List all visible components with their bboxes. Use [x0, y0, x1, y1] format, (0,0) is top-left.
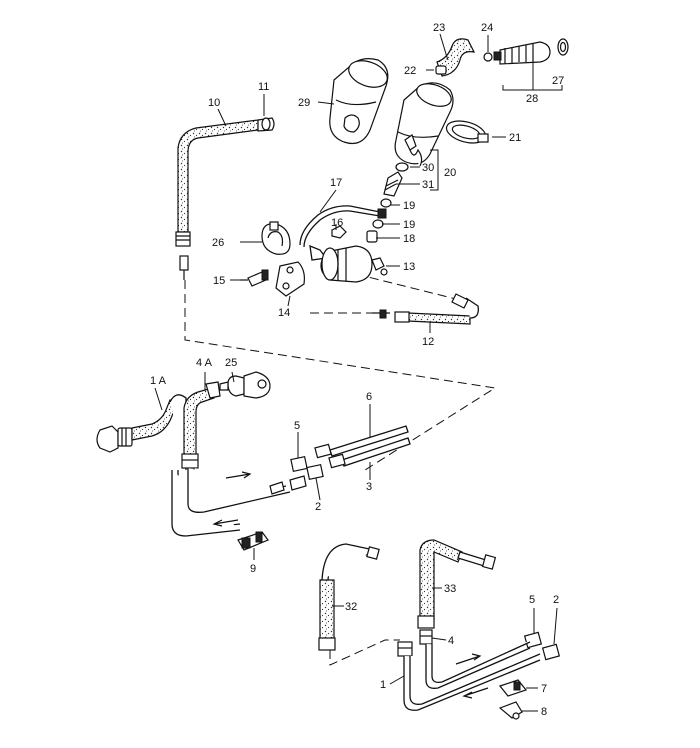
fuel-filter-part-13 — [309, 244, 388, 283]
pressure-regulator-1A — [96, 394, 187, 470]
fuel-line-part-12 — [372, 293, 479, 325]
hose-part-33 — [417, 539, 497, 629]
washer-part-24 — [483, 52, 493, 62]
callout-16: 16 — [331, 217, 343, 229]
callout-19b: 19 — [403, 219, 415, 231]
fuel-pump-body — [394, 82, 454, 167]
callout-30: 30 — [422, 162, 434, 174]
callout-13: 13 — [403, 261, 415, 273]
small-fittings — [366, 162, 409, 243]
callout-27: 27 — [552, 75, 564, 87]
callout-23: 23 — [433, 22, 445, 34]
callout-5a: 5 — [294, 420, 300, 432]
callout-25: 25 — [225, 357, 237, 369]
callout-14: 14 — [278, 307, 290, 319]
clip-part-7 — [498, 679, 528, 697]
callout-8: 8 — [541, 706, 547, 718]
callout-1A: 1 A — [150, 375, 167, 387]
bolt-part-31 — [383, 171, 403, 197]
callout-10: 10 — [208, 97, 220, 109]
callout-labels: 23 24 22 27 28 29 21 30 20 31 17 19 19 1… — [150, 22, 564, 718]
callout-2b: 2 — [553, 594, 559, 606]
pipes-part-1 — [403, 641, 541, 711]
fitting-part-15 — [240, 269, 269, 287]
callout-5b: 5 — [529, 594, 535, 606]
sleeves-part-5-2 — [290, 455, 324, 481]
callout-18: 18 — [403, 233, 415, 245]
callout-4A: 4 A — [196, 357, 213, 369]
callout-12: 12 — [422, 336, 434, 348]
pipes-lower-left — [171, 468, 307, 537]
callout-20: 20 — [444, 167, 456, 179]
clamp-part-22 — [435, 65, 447, 75]
callout-19a: 19 — [403, 200, 415, 212]
fuel-filter-29 — [329, 58, 389, 145]
clip-part-11 — [257, 117, 275, 132]
callout-17: 17 — [330, 177, 342, 189]
callout-32: 32 — [345, 601, 357, 613]
callout-21: 21 — [509, 132, 521, 144]
callout-2a: 2 — [315, 501, 321, 513]
clamp-part-21 — [445, 120, 489, 144]
connector-part-28 — [499, 41, 551, 65]
nut-part-24 — [493, 51, 502, 61]
sleeve-part-18 — [366, 230, 378, 243]
bracket-part-14 — [275, 261, 305, 297]
callout-3: 3 — [366, 481, 372, 493]
fitting-part-9 — [237, 531, 269, 551]
callout-9: 9 — [250, 563, 256, 575]
callout-4: 4 — [448, 635, 454, 647]
callout-31: 31 — [422, 179, 434, 191]
callout-15: 15 — [213, 275, 225, 287]
callout-26: 26 — [212, 237, 224, 249]
pipe-part-32 — [318, 543, 380, 651]
pump-accessories-group — [435, 38, 569, 91]
clamp-part-26 — [261, 221, 291, 255]
hose-17-nut — [377, 208, 387, 219]
hose-part-10 — [175, 119, 259, 280]
washer-part-30 — [395, 162, 409, 172]
regulator-part-25 — [219, 371, 271, 399]
callout-1: 1 — [380, 679, 386, 691]
callout-7: 7 — [541, 683, 547, 695]
callout-28: 28 — [526, 93, 538, 105]
callout-11: 11 — [258, 81, 269, 93]
leader-lines — [154, 33, 558, 712]
clip-part-8 — [498, 701, 523, 720]
hose-part-4A — [181, 381, 221, 469]
callout-29: 29 — [298, 97, 310, 109]
washer-part-19a — [380, 198, 392, 208]
washer-part-19b — [372, 219, 384, 229]
callout-6: 6 — [366, 391, 372, 403]
fittings-lower-right — [397, 629, 561, 661]
group-bracket-20 — [430, 149, 439, 191]
callout-22: 22 — [404, 65, 416, 77]
callout-24: 24 — [481, 22, 493, 34]
callout-33: 33 — [444, 583, 456, 595]
tubes-part-6-3 — [314, 425, 411, 469]
